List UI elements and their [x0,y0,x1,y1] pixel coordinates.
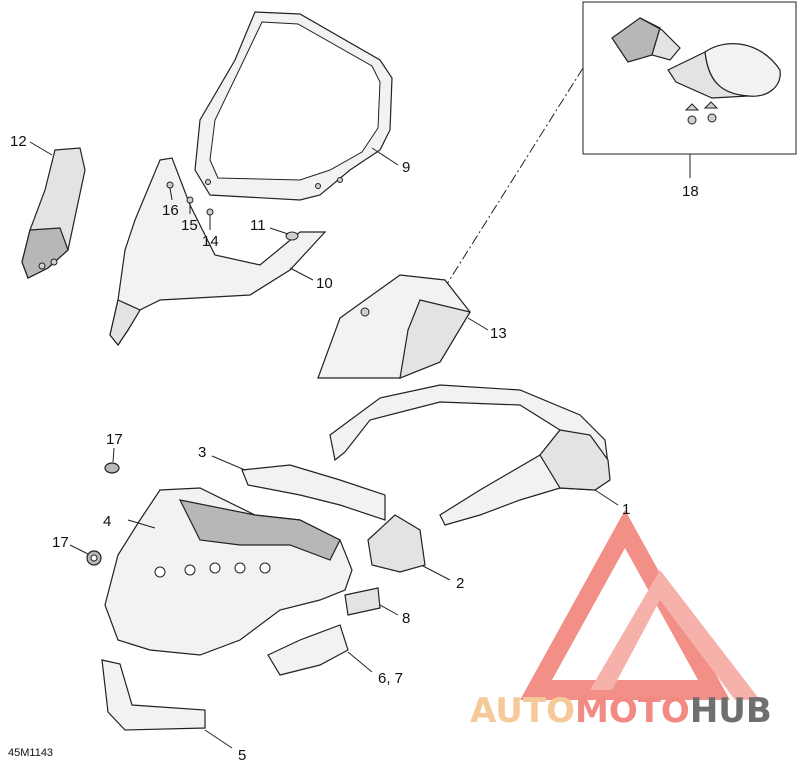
console-panel-part [329,384,611,526]
front-nose-part [104,487,353,656]
hardware-14-15-16 [166,181,214,230]
callout-13: 13 [490,325,507,342]
callout-14: 14 [202,233,219,250]
callout-6-7: 6, 7 [378,670,403,687]
callout-17-lower: 17 [52,534,69,551]
callout-11: 11 [250,217,266,234]
watermark-text: AUTOMOTOHUB [470,691,772,731]
callout-17-upper: 17 [106,431,123,448]
callout-16: 16 [162,202,179,219]
windshield-part [194,11,393,201]
callout-1: 1 [622,501,630,518]
callout-4: 4 [103,513,111,530]
callout-10: 10 [316,275,333,292]
callout-9: 9 [402,159,410,176]
trim-strip-part [241,464,386,521]
windshield-frame-part [109,157,327,347]
callout-15: 15 [181,217,198,234]
automotohub-logo [520,510,760,700]
side-deflector-part [317,274,471,379]
bracket-part [21,147,86,279]
cover-part [367,514,426,573]
grommet-11 [269,227,299,241]
mirror-assembly-part [611,17,781,125]
grommet-17-upper [104,447,120,474]
callout-18: 18 [682,183,699,200]
callout-12: 12 [10,133,27,150]
callout-3: 3 [198,444,206,461]
pad-part [344,587,381,616]
callout-8: 8 [402,610,410,627]
callout-2: 2 [456,575,464,592]
lower-panel-part [101,659,206,731]
grommet-17-lower [69,544,102,566]
drawing-code: 45M1143 [8,747,53,759]
callout-5: 5 [238,747,246,764]
pad-67-part [267,624,349,676]
